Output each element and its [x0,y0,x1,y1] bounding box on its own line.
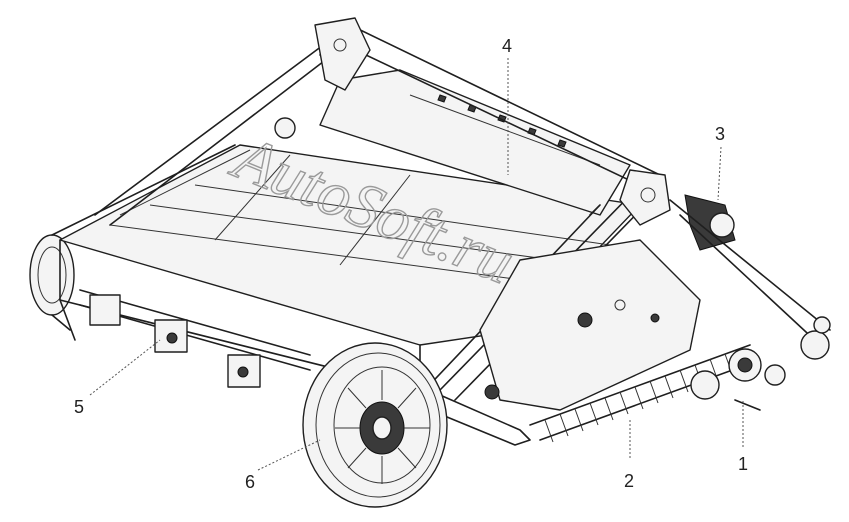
callout-2: 2 [624,471,634,491]
callout-6: 6 [245,472,255,492]
callout-4: 4 [502,36,512,56]
drive-hub [690,348,786,411]
frame-deck [59,144,641,391]
callout-5: 5 [74,397,84,417]
hydraulic-motor [669,194,831,360]
callout-3: 3 [715,124,725,144]
rear-roller [29,144,236,331]
tension-spring [529,344,761,443]
leader-lines [89,58,744,471]
callout-1: 1 [738,454,748,474]
top-crossbar [94,17,661,226]
support-wheel [302,342,448,508]
lower-rollers [79,289,311,388]
